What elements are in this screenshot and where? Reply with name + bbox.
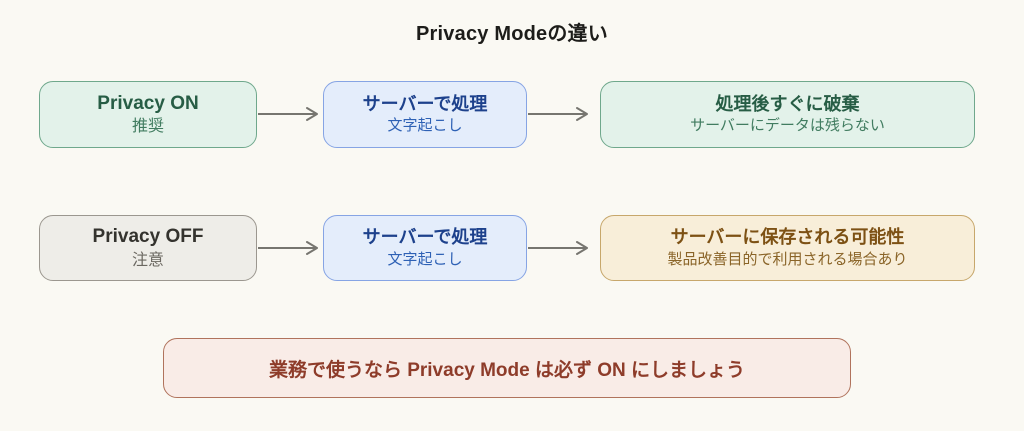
node-privacy-on-title: Privacy ON: [97, 92, 199, 114]
node-privacy-off-subtitle: 注意: [131, 251, 164, 269]
right-arrow-icon: [258, 107, 318, 121]
right-arrow-icon: [258, 241, 318, 255]
node-immediate-discard: 処理後すぐに破棄 サーバーにデータは残らない: [600, 81, 975, 148]
node-server-processing-off-title: サーバーで処理: [362, 227, 488, 248]
recommendation-callout-text: 業務で使うなら Privacy Mode は必ず ON にしましょう: [268, 359, 746, 381]
node-immediate-discard-title: 処理後すぐに破棄: [715, 93, 860, 114]
node-privacy-off-title: Privacy OFF: [92, 226, 204, 248]
node-server-processing-on-title: サーバーで処理: [362, 93, 488, 114]
node-server-processing-on: サーバーで処理 文字起こし: [323, 81, 527, 148]
node-immediate-discard-subtitle: サーバーにデータは残らない: [690, 117, 885, 135]
node-server-processing-off-subtitle: 文字起こし: [387, 250, 463, 268]
node-possible-storage: サーバーに保存される可能性 製品改善目的で利用される場合あり: [600, 215, 975, 281]
diagram-title: Privacy Modeの違い: [416, 23, 608, 45]
node-server-processing-on-subtitle: 文字起こし: [387, 117, 463, 135]
node-privacy-off: Privacy OFF 注意: [39, 215, 257, 281]
node-privacy-on: Privacy ON 推奨: [39, 81, 257, 148]
node-possible-storage-subtitle: 製品改善目的で利用される場合あり: [667, 250, 908, 268]
node-server-processing-off: サーバーで処理 文字起こし: [323, 215, 527, 281]
right-arrow-icon: [528, 241, 588, 255]
node-possible-storage-title: サーバーに保存される可能性: [670, 227, 905, 248]
node-privacy-on-subtitle: 推奨: [131, 118, 164, 136]
recommendation-callout: 業務で使うなら Privacy Mode は必ず ON にしましょう: [163, 338, 851, 398]
right-arrow-icon: [528, 107, 588, 121]
